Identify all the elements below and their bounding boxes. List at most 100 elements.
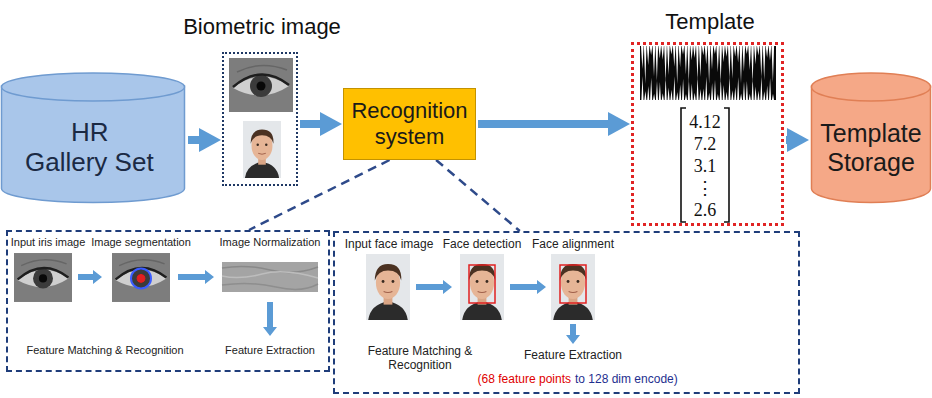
- iris-code-stripe: [644, 46, 647, 100]
- face-photo: [243, 121, 281, 178]
- step-arrow: [566, 324, 580, 344]
- iris-code-stripe: [667, 46, 670, 100]
- iris-code-stripe: [734, 46, 737, 100]
- iris-code-stripe: [725, 46, 728, 100]
- step-arrow: [178, 270, 214, 284]
- iris-code-stripe: [748, 46, 751, 100]
- detection-box: [469, 265, 495, 303]
- step-arrow: [416, 280, 452, 294]
- iris-texture: [222, 283, 318, 289]
- iris-code: [640, 46, 776, 100]
- iris-code-stripe: [679, 46, 682, 100]
- iris-code-stripe: [714, 46, 717, 100]
- iris-texture: [222, 266, 318, 272]
- iris-code-stripe: [653, 46, 656, 100]
- iris-boundary: [131, 268, 151, 288]
- iris-code-stripe: [702, 46, 705, 100]
- step-arrow: [510, 280, 546, 294]
- iris-code-stripe: [754, 46, 757, 100]
- step-label: Face detection: [437, 237, 527, 251]
- iris-code-stripe: [731, 46, 734, 100]
- alignment-box: [560, 265, 586, 303]
- iris-code-stripe: [676, 46, 679, 100]
- iris-code-stripe: [766, 46, 769, 100]
- iris-code-stripe: [763, 46, 766, 100]
- step-label: Image segmentation: [89, 236, 193, 249]
- flow-arrow: [478, 120, 612, 128]
- iris-code-stripe: [656, 46, 659, 100]
- vector-value: 4.12: [680, 111, 730, 133]
- node-label: Template Storage: [813, 119, 929, 177]
- panel-title: Biometric image: [174, 14, 350, 40]
- iris-code-stripe: [658, 46, 661, 100]
- step-arrow: [263, 302, 277, 336]
- iris-code-stripe: [661, 46, 664, 100]
- step-label: Feature Matching & Recognition: [22, 344, 188, 357]
- iris-code-stripe: [687, 46, 690, 100]
- storage-cylinder: Template Storage: [810, 72, 932, 204]
- cylinder-top: [2, 73, 185, 101]
- iris-segment-photo: [112, 253, 170, 302]
- face-align-photo: [551, 254, 595, 320]
- iris-code-stripe: [664, 46, 667, 100]
- iris-code-stripe: [745, 46, 748, 100]
- step-label: Feature Extraction: [519, 348, 627, 362]
- iris-code-stripe: [728, 46, 731, 100]
- feature-note: (68 feature points: [441, 372, 571, 386]
- face-input-photo: [366, 254, 410, 320]
- iris-code-stripe: [772, 46, 775, 100]
- cylinder-body: [812, 86, 931, 203]
- step-label: Image Normalization: [218, 236, 322, 249]
- iris-code-stripe: [693, 46, 696, 100]
- iris-code-stripe: [743, 46, 746, 100]
- iris-pipeline-box: Input iris imageImage segmentation Image …: [6, 230, 330, 372]
- detail-leader: [249, 160, 390, 230]
- vector-bracket: [724, 108, 729, 222]
- iris-code-ground: [640, 46, 776, 100]
- flow-arrow: [188, 136, 203, 144]
- iris-code-stripe: [685, 46, 688, 100]
- iris-code-stripe: [740, 46, 743, 100]
- iris-texture: [222, 272, 318, 278]
- iris-code-stripe: [641, 46, 644, 100]
- normalized-iris: [222, 262, 318, 292]
- iris-code-stripe: [719, 46, 722, 100]
- gallery-cylinder: HR Gallery Set: [0, 72, 186, 204]
- step-label: Input iris image: [9, 236, 87, 249]
- cylinder-top: [812, 73, 931, 101]
- face-pipeline-box: Input face imageFace detectionFace align…: [333, 231, 800, 394]
- iris-code-stripe: [673, 46, 676, 100]
- iris-code-stripe: [699, 46, 702, 100]
- step-label: Face alignment: [528, 237, 618, 251]
- template-box: Template4.127.23.1⋮2.6: [631, 42, 784, 226]
- iris-code-stripe: [705, 46, 708, 100]
- vector-value: 2.6: [680, 199, 730, 221]
- biometric-image-box: Biometric image: [222, 52, 298, 186]
- normalized-iris-strip: [222, 262, 318, 292]
- flow-arrow: [300, 120, 324, 128]
- iris-code-stripe: [760, 46, 763, 100]
- detail-leader: [436, 160, 520, 231]
- vector-value: 7.2: [680, 133, 730, 155]
- iris-code-stripe: [751, 46, 754, 100]
- vector-value: 3.1: [680, 155, 730, 177]
- vector-value: ⋮: [680, 177, 730, 199]
- face-detect-photo: [460, 254, 504, 320]
- pupil-boundary: [137, 274, 145, 282]
- panel-title: Template: [650, 9, 770, 35]
- node-label: HR Gallery Set: [25, 118, 161, 178]
- step-label: Input face image: [341, 237, 437, 251]
- iris-code-stripe: [769, 46, 772, 100]
- flow-arrow: [786, 136, 791, 144]
- iris-code-stripe: [696, 46, 699, 100]
- eye-photo: [229, 58, 293, 112]
- iris-input-photo: [14, 253, 72, 302]
- iris-code-stripe: [650, 46, 653, 100]
- iris-code-stripe: [708, 46, 711, 100]
- iris-code-stripe: [690, 46, 693, 100]
- node-label: Recognition system: [349, 98, 470, 151]
- cylinder-body: [2, 86, 185, 203]
- feature-note: to 128 dim encode): [575, 372, 715, 386]
- iris-code-stripe: [737, 46, 740, 100]
